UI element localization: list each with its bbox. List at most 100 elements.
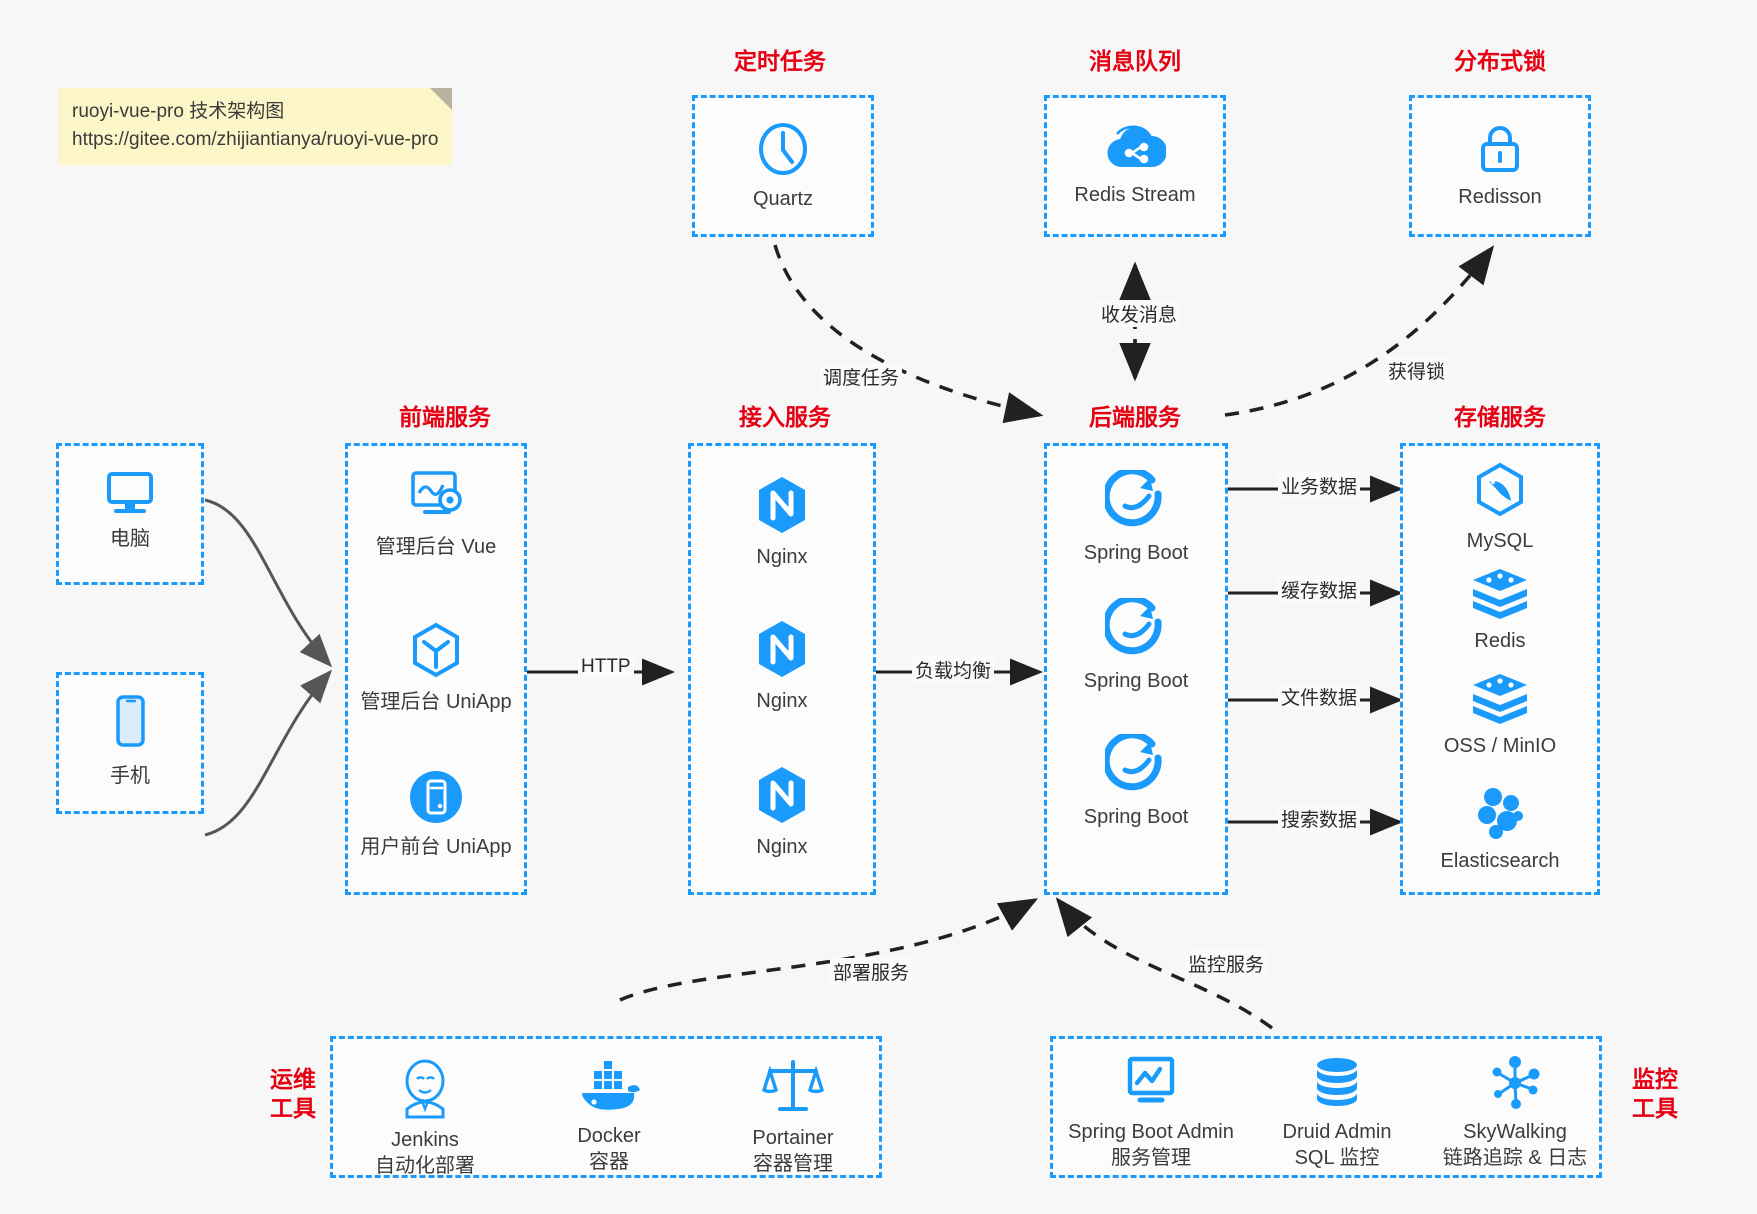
- node-label: Nginx: [756, 690, 808, 712]
- node-label: Druid Admin: [1282, 1121, 1392, 1143]
- node-label: 手机: [110, 765, 150, 787]
- spring-boot-icon: [1105, 470, 1162, 527]
- edge-label-load-balance: 负载均衡: [912, 656, 995, 683]
- node-label: Redis Stream: [1074, 184, 1196, 206]
- node-sublabel: 容器管理: [753, 1153, 833, 1175]
- nginx-icon: [759, 477, 805, 533]
- node-phone[interactable]: 手机: [59, 693, 201, 789]
- node-user-uniapp[interactable]: 用户前台 UniApp: [348, 768, 524, 860]
- node-label: Quartz: [752, 188, 814, 210]
- node-desktop[interactable]: 电脑: [59, 468, 201, 552]
- node-label: Nginx: [756, 546, 808, 568]
- node-portainer[interactable]: Portainer 容器管理: [701, 1057, 885, 1177]
- jenkins-icon: [405, 1059, 445, 1119]
- node-label: Spring Boot: [1083, 806, 1189, 828]
- diagram-note: ruoyi-vue-pro 技术架构图 https://gitee.com/zh…: [58, 88, 453, 166]
- spring-boot-icon: [1105, 598, 1162, 655]
- mobile-circle-icon: [410, 771, 462, 823]
- docker-icon: [582, 1061, 640, 1110]
- group-title-scheduled-task: 定时任务: [734, 48, 826, 74]
- node-label: 管理后台 UniApp: [360, 691, 512, 713]
- edge-label-acquire-lock: 获得锁: [1385, 357, 1449, 384]
- node-sublabel: 容器: [589, 1151, 629, 1173]
- node-nginx-3[interactable]: Nginx: [691, 764, 873, 860]
- lock-icon: [1481, 126, 1519, 172]
- group-frontend: 管理后台 Vue 管理后台 UniApp 用户前台 UniApp: [345, 443, 527, 895]
- group-scheduled-task: Quartz: [692, 95, 874, 237]
- group-client-phone: 手机: [56, 672, 204, 814]
- node-docker[interactable]: Docker 容器: [517, 1057, 701, 1175]
- monitoring-title-line1: 监控: [1632, 1066, 1678, 1092]
- group-backend: Spring Boot Spring Boot Spring Boot: [1044, 443, 1228, 895]
- node-mysql[interactable]: MySQL: [1403, 462, 1597, 554]
- clock-icon: [759, 123, 807, 175]
- node-oss-minio[interactable]: OSS / MinIO: [1403, 671, 1597, 759]
- group-title-message-queue: 消息队列: [1089, 48, 1181, 74]
- node-redisson[interactable]: Redisson: [1412, 120, 1588, 210]
- node-label: Elasticsearch: [1440, 850, 1560, 872]
- oss-icon: [1473, 674, 1527, 724]
- node-label: Spring Boot: [1083, 670, 1189, 692]
- group-title-frontend: 前端服务: [399, 404, 491, 430]
- node-quartz[interactable]: Quartz: [695, 120, 871, 212]
- node-spring-boot-3[interactable]: Spring Boot: [1047, 734, 1225, 830]
- edge-label-http: HTTP: [578, 656, 634, 678]
- monitor-chart-icon: [1127, 1056, 1175, 1103]
- group-gateway: Nginx Nginx Nginx: [688, 443, 876, 895]
- node-label: Docker: [577, 1125, 641, 1147]
- edge-label-cache-data: 缓存数据: [1278, 576, 1361, 603]
- node-admin-uniapp[interactable]: 管理后台 UniApp: [348, 621, 524, 715]
- desktop-icon: [107, 472, 153, 513]
- database-icon: [1317, 1058, 1357, 1106]
- node-spring-boot-admin[interactable]: Spring Boot Admin 服务管理: [1053, 1055, 1249, 1171]
- nginx-icon: [759, 767, 805, 823]
- node-sublabel: 自动化部署: [375, 1155, 475, 1177]
- devops-title-line1: 运维: [270, 1066, 316, 1092]
- node-druid-admin[interactable]: Druid Admin SQL 监控: [1249, 1055, 1425, 1171]
- edge-label-business-data: 业务数据: [1278, 472, 1361, 499]
- dashboard-gear-icon: [411, 471, 462, 514]
- group-monitoring: Spring Boot Admin 服务管理 Druid Admin SQL 监…: [1050, 1036, 1602, 1178]
- note-title: ruoyi-vue-pro 技术架构图: [72, 101, 285, 122]
- group-devops: Jenkins 自动化部署 Docker 容器: [330, 1036, 882, 1178]
- phone-icon: [116, 695, 145, 747]
- node-sublabel: SQL 监控: [1294, 1147, 1380, 1169]
- note-fold-corner: [430, 88, 453, 110]
- group-title-backend: 后端服务: [1089, 404, 1181, 430]
- group-title-distributed-lock: 分布式锁: [1454, 48, 1546, 74]
- elasticsearch-icon: [1478, 788, 1523, 839]
- node-nginx-2[interactable]: Nginx: [691, 618, 873, 714]
- node-label: Redisson: [1458, 186, 1542, 208]
- edge-label-schedule-task: 调度任务: [820, 363, 903, 390]
- edge-label-send-receive-message: 收发消息: [1098, 300, 1181, 327]
- node-redis-stream[interactable]: Redis Stream: [1047, 120, 1223, 208]
- node-label: 电脑: [110, 528, 150, 550]
- group-title-devops: 运维 工具: [258, 1065, 328, 1123]
- nginx-icon: [759, 621, 805, 677]
- node-label: 管理后台 Vue: [375, 536, 497, 558]
- node-label: OSS / MinIO: [1443, 735, 1557, 757]
- edge-label-file-data: 文件数据: [1278, 683, 1361, 710]
- cloud-stream-icon: [1107, 125, 1166, 168]
- node-admin-vue[interactable]: 管理后台 Vue: [348, 468, 524, 560]
- node-nginx-1[interactable]: Nginx: [691, 474, 873, 570]
- devops-title-line2: 工具: [270, 1094, 316, 1121]
- cube-icon: [413, 622, 459, 678]
- node-spring-boot-2[interactable]: Spring Boot: [1047, 598, 1225, 694]
- node-sublabel: 服务管理: [1111, 1147, 1191, 1169]
- node-label: MySQL: [1466, 530, 1534, 552]
- note-url: https://gitee.com/zhijiantianya/ruoyi-vu…: [72, 128, 439, 150]
- monitoring-title-line2: 工具: [1632, 1094, 1678, 1121]
- node-label: Portainer: [752, 1127, 834, 1149]
- node-sublabel: 链路追踪 & 日志: [1442, 1147, 1588, 1169]
- node-label: 用户前台 UniApp: [360, 836, 512, 858]
- edge-label-deploy-service: 部署服务: [830, 958, 913, 985]
- node-jenkins[interactable]: Jenkins 自动化部署: [333, 1057, 517, 1179]
- node-skywalking[interactable]: SkyWalking 链路追踪 & 日志: [1425, 1055, 1605, 1171]
- scales-icon: [762, 1060, 824, 1111]
- node-spring-boot-1[interactable]: Spring Boot: [1047, 470, 1225, 566]
- mysql-icon: [1477, 462, 1523, 517]
- node-elasticsearch[interactable]: Elasticsearch: [1403, 784, 1597, 874]
- group-client-desktop: 电脑: [56, 443, 204, 585]
- node-redis[interactable]: Redis: [1403, 566, 1597, 654]
